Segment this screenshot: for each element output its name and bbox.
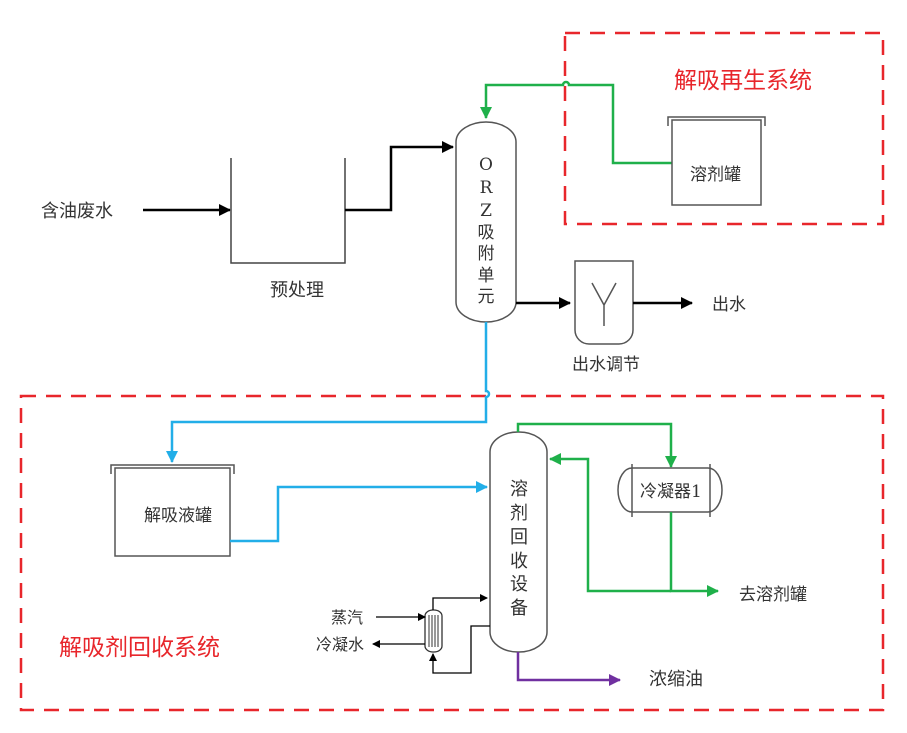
desorption-liquid-tank	[110, 464, 235, 557]
solvent-to-orz-flow	[480, 80, 672, 165]
reboiler	[424, 609, 443, 653]
outlet-regulation-label: 出水调节	[572, 355, 640, 375]
svg-text:吸: 吸	[478, 223, 495, 243]
pretreatment-tank	[230, 158, 346, 264]
outlet-water-label: 出水	[712, 295, 746, 315]
condenser-to-solvent-tank-flow	[669, 512, 719, 597]
svg-text:剂: 剂	[510, 503, 528, 524]
condenser-1	[617, 464, 723, 517]
recovery-system-border	[19, 394, 885, 712]
regeneration-system-border	[563, 31, 885, 226]
orz-to-desorption-tank-flow	[166, 322, 491, 463]
condenser-label: 冷凝器1	[640, 482, 702, 502]
feed-label: 含油废水	[41, 201, 113, 222]
svg-text:O: O	[479, 155, 493, 175]
solvent-tank-label: 溶剂罐	[690, 165, 741, 185]
recovery-column-label: 溶 剂 回 收 设 备	[510, 479, 528, 619]
steam-label: 蒸汽	[331, 608, 363, 627]
svg-text:元: 元	[478, 287, 495, 307]
svg-text:收: 收	[510, 551, 528, 572]
orz-column-label: O R Z 吸 附 单 元	[478, 155, 495, 307]
column-bottom-to-reboiler-flow	[429, 625, 490, 674]
svg-text:溶: 溶	[510, 479, 528, 500]
reboiler-vapor-return-flow	[432, 594, 488, 610]
reflux-flow	[549, 453, 671, 593]
recovery-to-condenser-flow	[516, 422, 677, 468]
pretreatment-label: 预处理	[270, 280, 324, 301]
recovery-system-title: 解吸剂回收系统	[59, 635, 220, 661]
solvent-tank	[667, 116, 766, 206]
svg-text:回: 回	[510, 527, 528, 548]
svg-text:设: 设	[510, 574, 528, 595]
desorption-to-recovery-flow	[230, 481, 488, 543]
svg-text:R: R	[480, 178, 494, 198]
desorption-tank-label: 解吸液罐	[144, 506, 212, 526]
concentrated-oil-label: 浓缩油	[649, 669, 703, 690]
svg-text:单: 单	[478, 266, 495, 286]
concentrated-oil-flow	[516, 652, 621, 686]
regeneration-system-title: 解吸再生系统	[674, 68, 812, 94]
condensate-label: 冷凝水	[316, 635, 364, 654]
pretreatment-to-orz-flow	[345, 141, 454, 212]
svg-text:备: 备	[510, 598, 528, 619]
to-solvent-tank-label: 去溶剂罐	[739, 585, 807, 605]
svg-text:附: 附	[478, 244, 495, 264]
svg-text:Z: Z	[480, 201, 492, 221]
outlet-regulation-tank	[574, 260, 634, 345]
outlet-regulation-symbol	[591, 282, 617, 326]
